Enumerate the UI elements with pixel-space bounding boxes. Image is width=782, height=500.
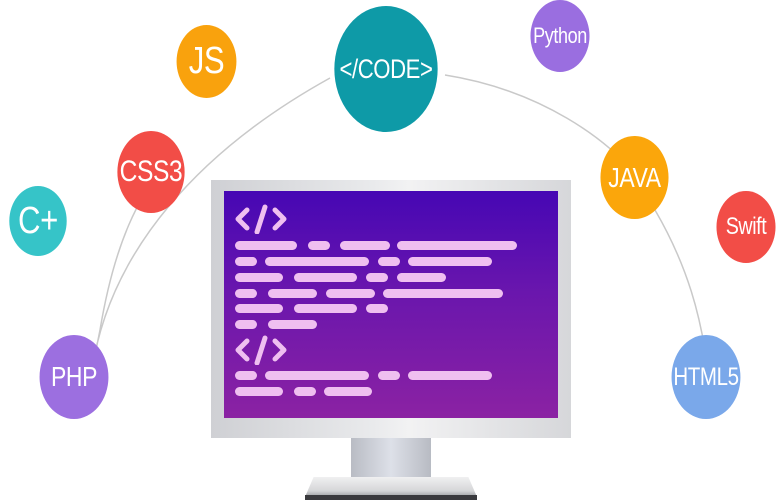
code-line — [308, 241, 330, 250]
badge-c-plus: C+ — [9, 186, 67, 256]
badge-label: JAVA — [608, 161, 661, 193]
code-line — [268, 289, 317, 298]
badge-label: </CODE> — [339, 53, 433, 84]
badge-label: PHP — [51, 361, 97, 392]
code-line — [366, 273, 388, 282]
badge-label: HTML5 — [673, 362, 739, 391]
code-line — [268, 320, 317, 329]
badge-label: CSS3 — [119, 155, 183, 188]
badge-label: C+ — [18, 199, 58, 242]
code-tag-icon — [235, 204, 287, 234]
badge-label: JS — [188, 40, 225, 82]
code-line — [235, 320, 257, 329]
code-line — [235, 241, 297, 250]
code-tag-icon — [235, 335, 287, 365]
code-line — [397, 273, 446, 282]
code-line — [397, 241, 517, 250]
code-line — [366, 304, 388, 313]
badge-label: Swift — [725, 213, 767, 240]
badge-css3: CSS3 — [117, 131, 185, 213]
code-line — [294, 387, 316, 396]
code-line — [378, 257, 400, 266]
badge-code: </CODE> — [334, 6, 438, 132]
badge-php: PHP — [39, 335, 109, 419]
code-line — [235, 304, 283, 313]
code-line — [235, 289, 257, 298]
code-line — [383, 289, 503, 298]
code-line — [408, 371, 492, 380]
monitor-frame — [211, 180, 571, 438]
badge-python: Python — [530, 0, 590, 72]
badge-swift: Swift — [716, 191, 776, 263]
code-line — [340, 241, 390, 250]
monitor-stand-base — [305, 477, 477, 497]
code-line — [294, 304, 357, 313]
badge-java: JAVA — [600, 136, 669, 219]
code-line — [235, 387, 283, 396]
code-line — [265, 371, 369, 380]
code-line — [294, 273, 357, 282]
badge-js: JS — [176, 25, 237, 98]
code-line — [378, 371, 400, 380]
code-line — [235, 257, 257, 266]
monitor-screen — [224, 191, 558, 418]
badge-html5: HTML5 — [671, 335, 741, 419]
code-line — [408, 257, 492, 266]
monitor-stand-edge — [305, 495, 477, 500]
code-line — [324, 387, 372, 396]
code-line — [265, 257, 369, 266]
code-line — [326, 289, 375, 298]
code-line — [235, 371, 257, 380]
code-line — [235, 273, 283, 282]
badge-label: Python — [533, 23, 587, 48]
